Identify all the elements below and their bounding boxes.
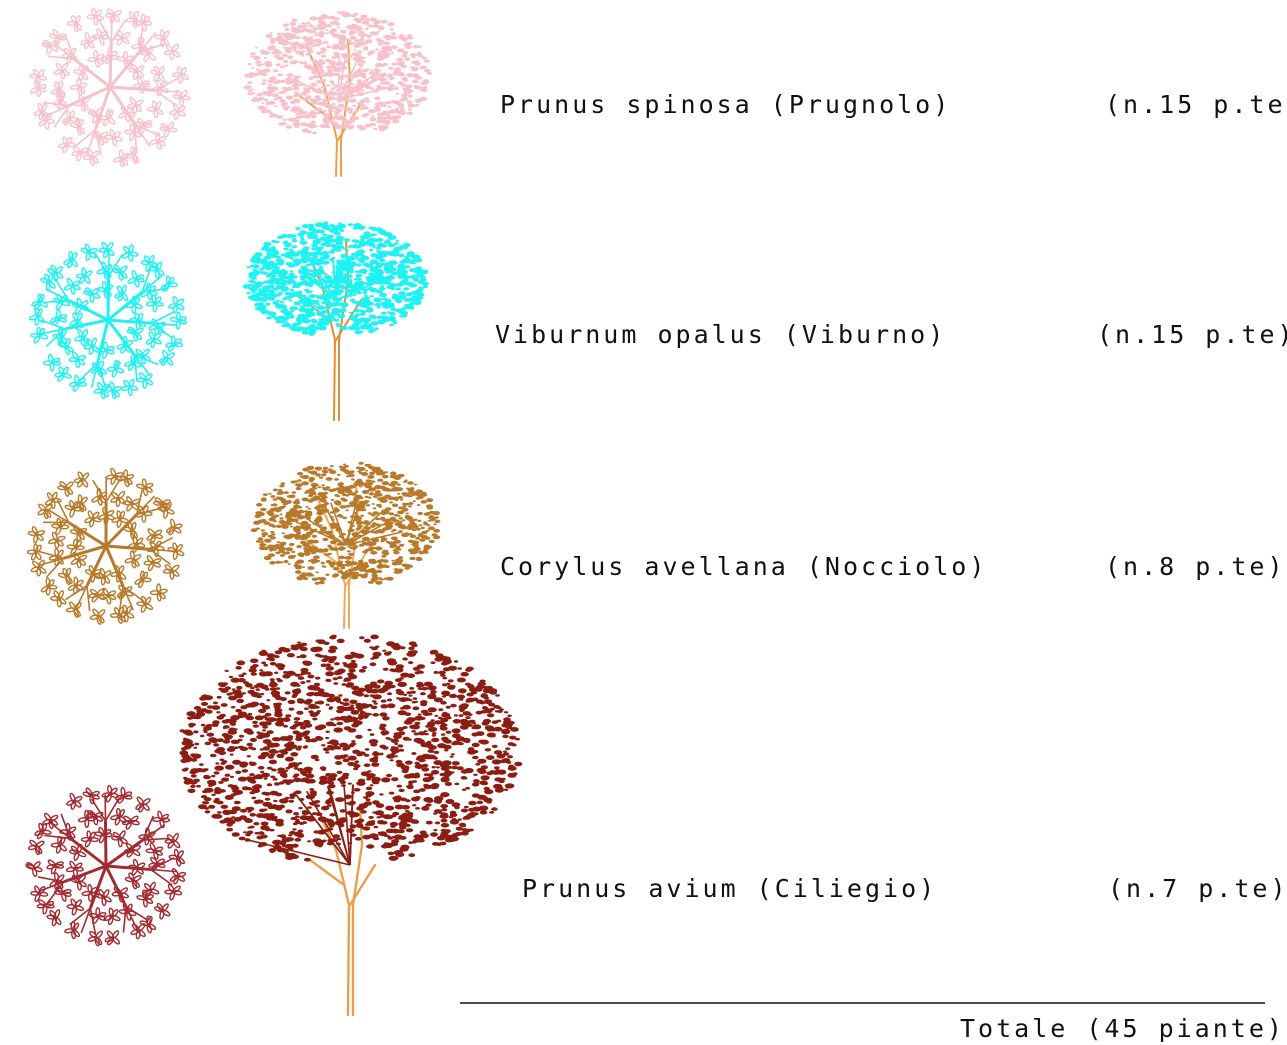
tree-elevation-icon xyxy=(179,634,523,1017)
plant-name-viburnum-opalus: Viburnum opalus (Viburno) xyxy=(495,320,947,349)
tree-elevation-icon xyxy=(242,221,429,421)
plant-name-prunus-avium: Prunus avium (Ciliegio) xyxy=(522,874,938,903)
plant-name-corylus-avellana: Corylus avellana (Nocciolo) xyxy=(500,552,988,581)
total-label: Totale (45 piante) xyxy=(960,1014,1285,1043)
tree-elevation-icon xyxy=(243,11,433,177)
tree-plan-icon xyxy=(29,7,191,168)
plant-count-corylus-avellana: (n.8 p.te) xyxy=(1105,552,1286,581)
plant-count-viburnum-opalus: (n.15 p.te) xyxy=(1097,320,1287,349)
tree-elevation-icon xyxy=(250,461,441,629)
plant-count-prunus-avium: (n.7 p.te) xyxy=(1108,874,1287,903)
tree-plan-icon xyxy=(26,467,185,625)
plant-count-prunus-spinosa: (n.15 p.te) xyxy=(1105,90,1287,119)
tree-plan-icon xyxy=(28,241,188,400)
tree-plan-icon xyxy=(25,784,187,947)
plant-name-prunus-spinosa: Prunus spinosa (Prugnolo) xyxy=(500,90,952,119)
